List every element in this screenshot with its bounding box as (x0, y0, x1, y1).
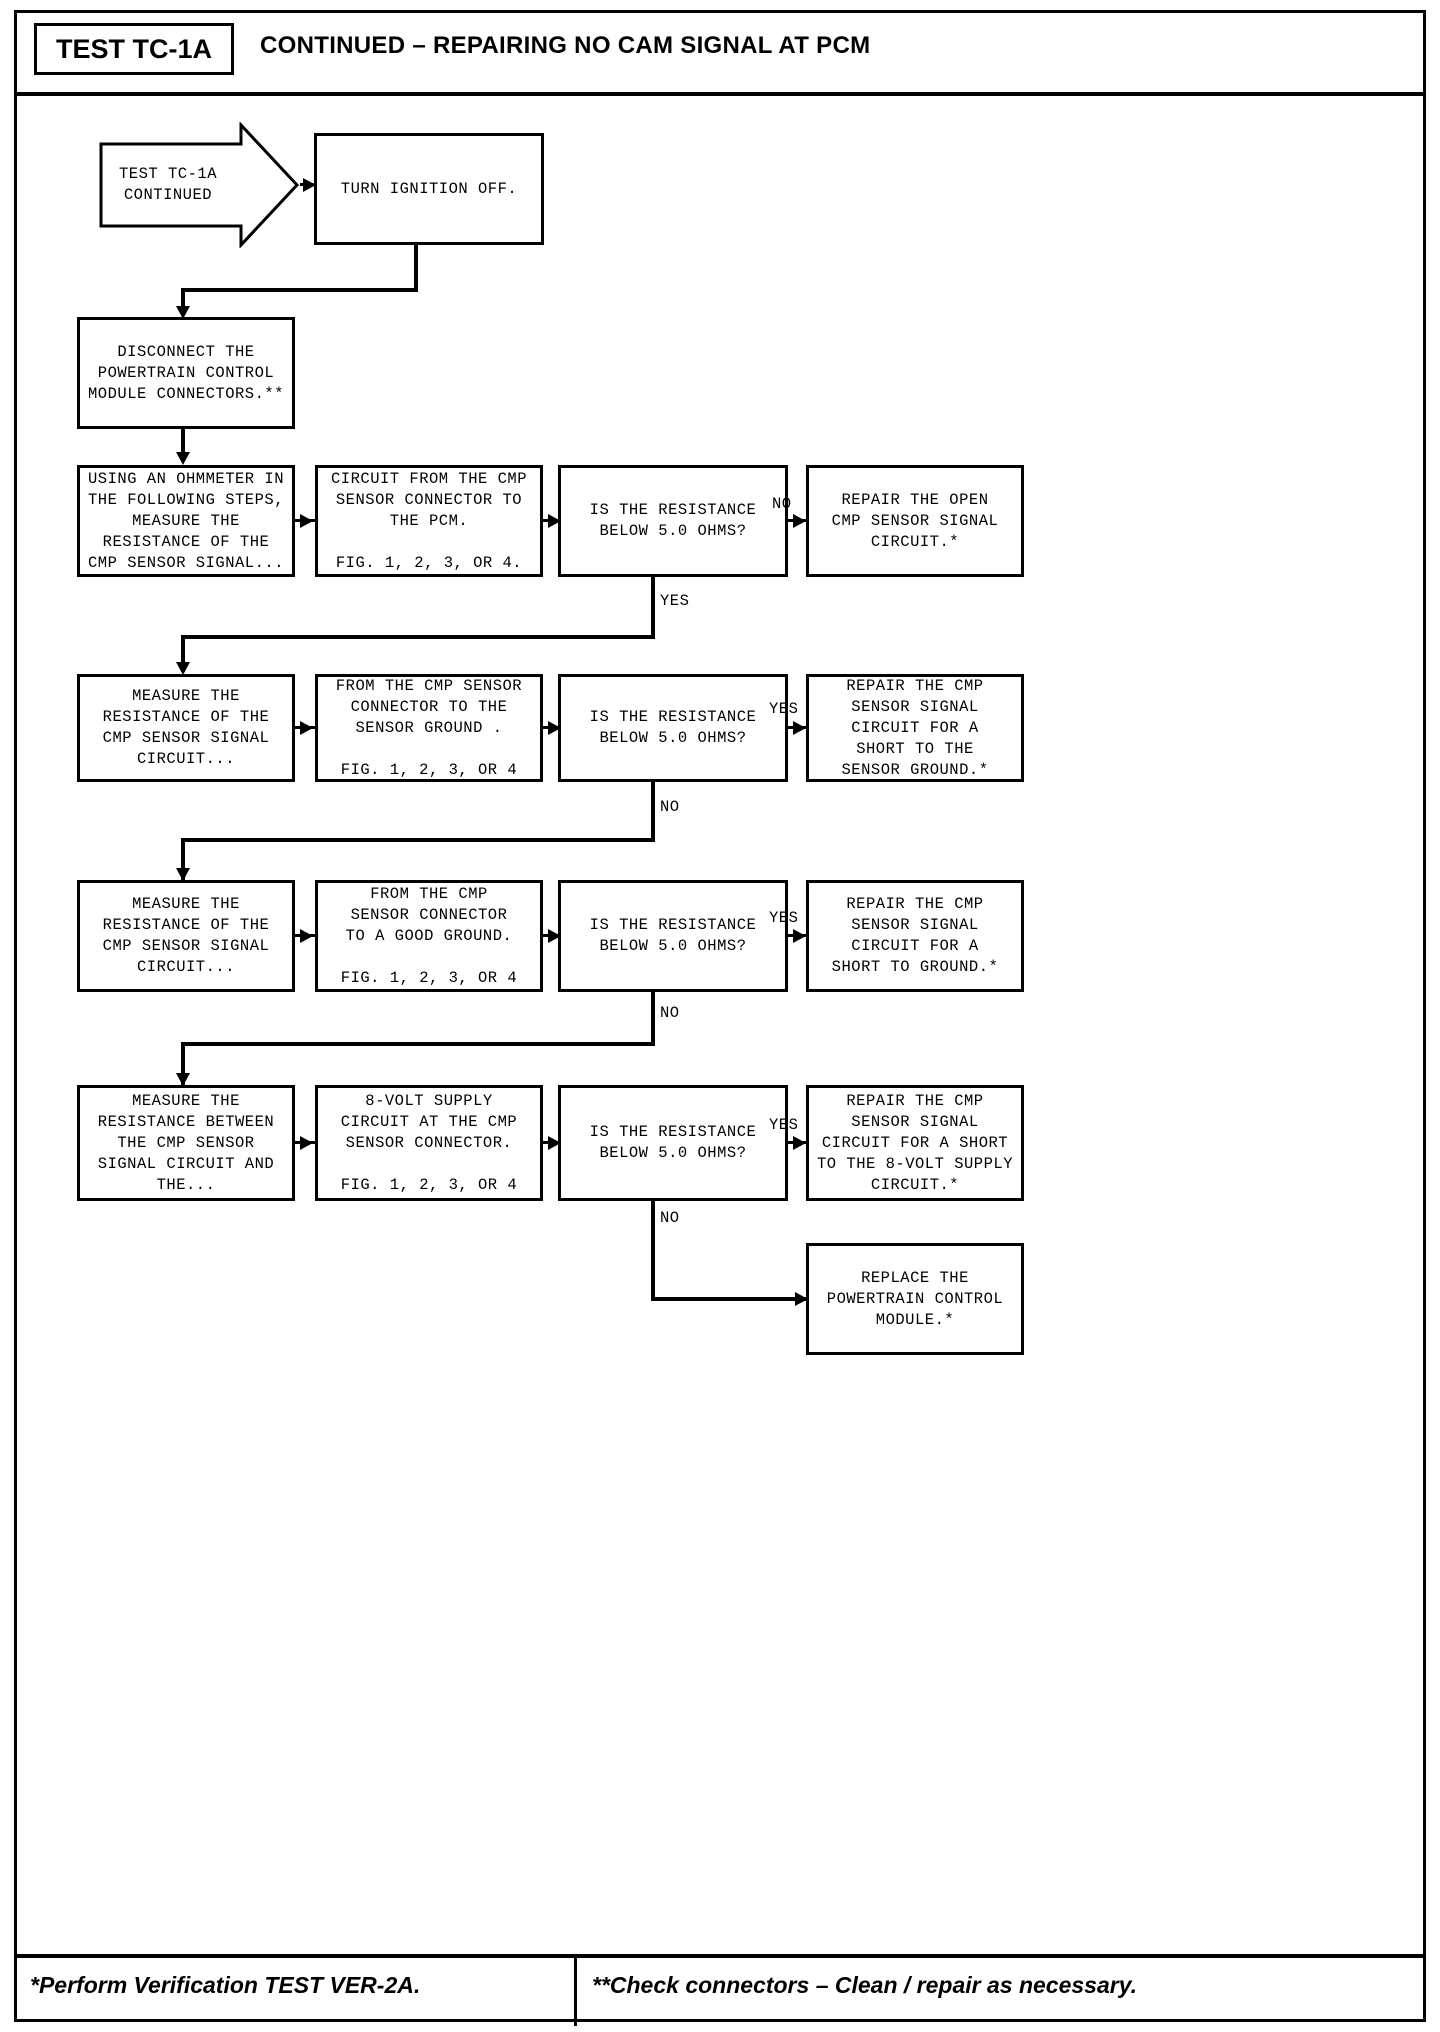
node-row1-action: USING AN OHMMETER IN THE FOLLOWING STEPS… (77, 465, 295, 577)
edge-row4-no-right (651, 1297, 809, 1301)
footer-note-right: **Check connectors – Clean / repair as n… (592, 1972, 1138, 1998)
footer-note-left: *Perform Verification TEST VER-2A. (30, 1972, 421, 1998)
arrowhead-row3-yes (793, 929, 806, 943)
node-disconnect-pcm: DISCONNECT THE POWERTRAIN CONTROL MODULE… (77, 317, 295, 429)
start-block: TEST TC-1A CONTINUED (98, 121, 300, 249)
arrowhead-row4-b-to-decision (548, 1136, 561, 1150)
edge-label-row1-yes: YES (660, 592, 690, 610)
node-row3-decision: IS THE RESISTANCE BELOW 5.0 OHMS? (558, 880, 788, 992)
edge-ignition-to-disconnect (181, 288, 185, 315)
node-row1-result: REPAIR THE OPEN CMP SENSOR SIGNAL CIRCUI… (806, 465, 1024, 577)
arrowhead-to-row2 (176, 662, 190, 675)
arrowhead-row3-a-to-b (300, 929, 313, 943)
node-row4-detail: 8-VOLT SUPPLY CIRCUIT AT THE CMP SENSOR … (315, 1085, 543, 1201)
arrowhead-to-final (795, 1292, 808, 1306)
arrowhead-row1-a-to-b (300, 514, 313, 528)
node-row1-detail: CIRCUIT FROM THE CMP SENSOR CONNECTOR TO… (315, 465, 543, 577)
arrowhead-to-row1 (176, 452, 190, 465)
arrowhead-row2-a-to-b (300, 721, 313, 735)
node-row4-decision: IS THE RESISTANCE BELOW 5.0 OHMS? (558, 1085, 788, 1201)
edge-row3-no-left (181, 1042, 655, 1046)
edge-row3-no-to-row4 (181, 1042, 185, 1086)
start-block-label: TEST TC-1A CONTINUED (118, 165, 217, 204)
edge-label-row4-no: NO (660, 1209, 680, 1227)
edge-ignition-left (181, 288, 418, 292)
arrowhead-row2-b-to-decision (548, 721, 561, 735)
node-final-replace-pcm: REPLACE THE POWERTRAIN CONTROL MODULE.* (806, 1243, 1024, 1355)
edge-disconnect-to-row1 (181, 429, 185, 461)
arrowhead-row4-yes (793, 1136, 806, 1150)
arrowhead-row4-a-to-b (300, 1136, 313, 1150)
arrowhead-row3-b-to-decision (548, 929, 561, 943)
node-row3-result: REPAIR THE CMP SENSOR SIGNAL CIRCUIT FOR… (806, 880, 1024, 992)
node-row3-detail: FROM THE CMP SENSOR CONNECTOR TO A GOOD … (315, 880, 543, 992)
edge-label-row3-yes: YES (769, 909, 799, 927)
edge-label-row4-yes: YES (769, 1116, 799, 1134)
arrowhead-to-row4 (176, 1073, 190, 1086)
edge-row1-yes-left (181, 635, 655, 639)
node-row1-decision: IS THE RESISTANCE BELOW 5.0 OHMS? (558, 465, 788, 577)
arrowhead-to-disconnect (176, 306, 190, 319)
footer-divider (574, 1958, 577, 2026)
page-border (14, 10, 1426, 2022)
edge-row2-no-left (181, 838, 655, 842)
node-turn-ignition-off: TURN IGNITION OFF. (314, 133, 544, 245)
arrowhead-to-row3 (176, 868, 190, 881)
arrowhead-row1-no (793, 514, 806, 528)
node-row2-decision: IS THE RESISTANCE BELOW 5.0 OHMS? (558, 674, 788, 782)
edge-row4-no-down (651, 1201, 655, 1301)
page-footer: *Perform Verification TEST VER-2A. **Che… (14, 1954, 1426, 2026)
arrowhead-row1-b-to-decision (548, 514, 561, 528)
test-id-box: TEST TC-1A (34, 23, 234, 75)
arrowhead-row2-yes (793, 721, 806, 735)
arrowhead-start-to-ignition (303, 178, 316, 192)
node-row4-result: REPAIR THE CMP SENSOR SIGNAL CIRCUIT FOR… (806, 1085, 1024, 1201)
edge-row3-no-down (651, 992, 655, 1046)
start-block-shape (99, 121, 300, 249)
edge-label-row2-yes: YES (769, 700, 799, 718)
node-row2-action: MEASURE THE RESISTANCE OF THE CMP SENSOR… (77, 674, 295, 782)
edge-label-row3-no: NO (660, 1004, 680, 1022)
edge-row1-yes-down (651, 577, 655, 638)
edge-row2-no-to-row3 (181, 838, 185, 881)
edge-row1-yes-to-row2 (181, 635, 185, 672)
page-title: CONTINUED – REPAIRING NO CAM SIGNAL AT P… (260, 32, 871, 59)
edge-ignition-down (414, 245, 418, 291)
node-row2-detail: FROM THE CMP SENSOR CONNECTOR TO THE SEN… (315, 674, 543, 782)
edge-label-row2-no: NO (660, 798, 680, 816)
edge-row2-no-down (651, 782, 655, 842)
node-row3-action: MEASURE THE RESISTANCE OF THE CMP SENSOR… (77, 880, 295, 992)
page-header: TEST TC-1A CONTINUED – REPAIRING NO CAM … (14, 10, 1426, 96)
test-id-label: TEST TC-1A (55, 33, 212, 64)
edge-label-row1-no: NO (772, 495, 792, 513)
node-row2-result: REPAIR THE CMP SENSOR SIGNAL CIRCUIT FOR… (806, 674, 1024, 782)
node-row4-action: MEASURE THE RESISTANCE BETWEEN THE CMP S… (77, 1085, 295, 1201)
